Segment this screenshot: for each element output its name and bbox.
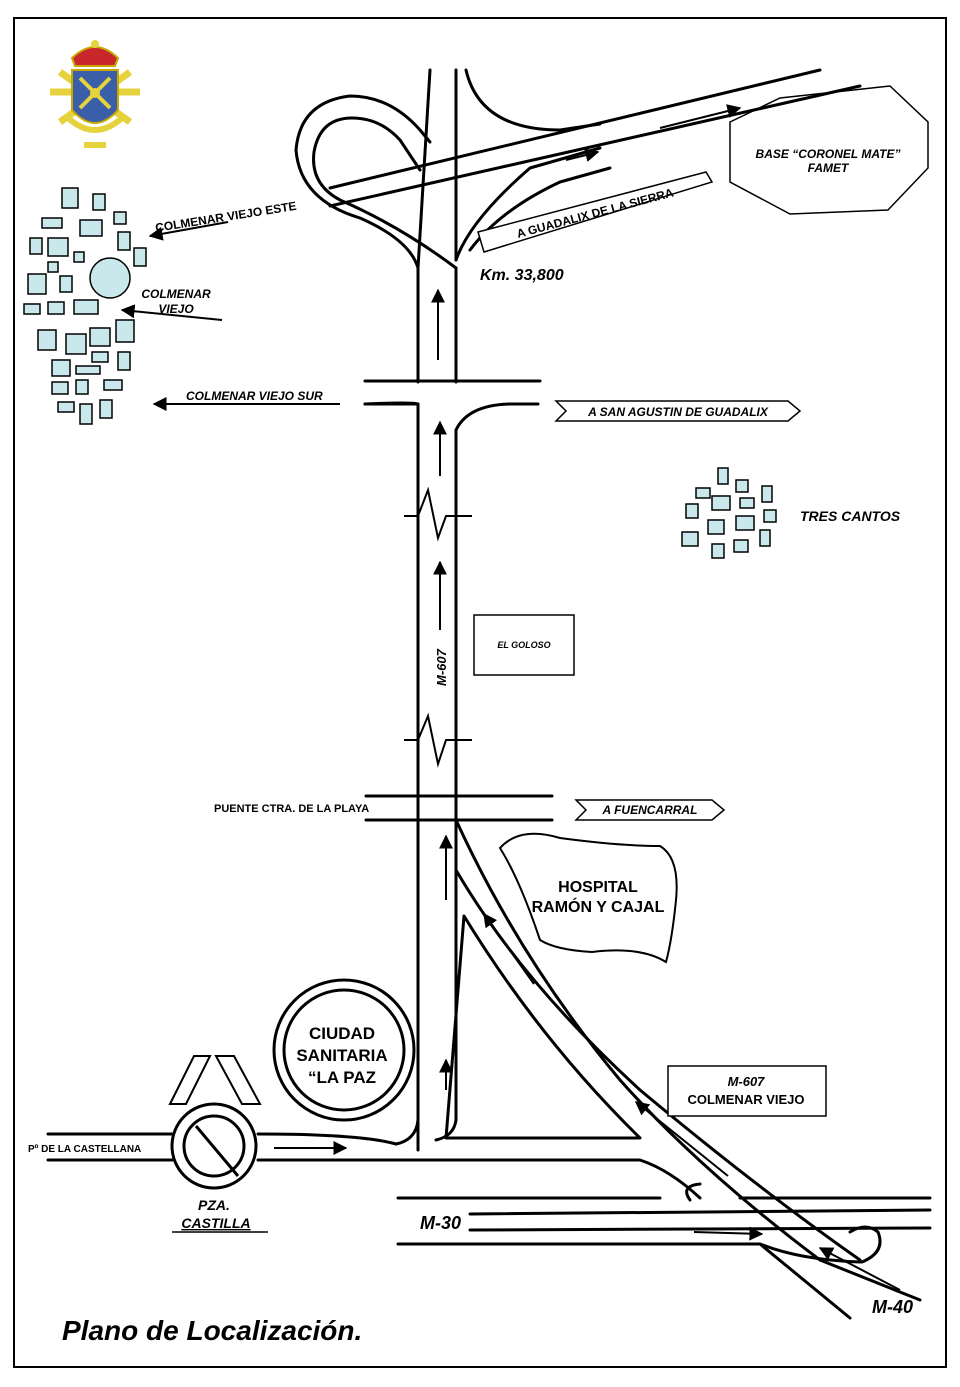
- label-a-fuencarral: A FUENCARRAL: [602, 803, 698, 817]
- hospital-outline: [498, 832, 678, 964]
- tres-cantos-town: [681, 467, 777, 559]
- label-pza-2: CASTILLA: [181, 1215, 250, 1231]
- arrow-colmenar-viejo: [120, 304, 223, 321]
- label-tres-cantos: TRES CANTOS: [800, 508, 901, 524]
- military-emblem: [50, 40, 140, 148]
- el-goloso-box: [473, 614, 575, 676]
- label-hospital-1: HOSPITAL: [558, 879, 638, 896]
- label-km: Km. 33,800: [480, 267, 564, 284]
- label-puente: PUENTE CTRA. DE LA PLAYA: [214, 803, 369, 815]
- san-agustin-sign: [554, 400, 802, 422]
- label-base-1: BASE “CORONEL MATE”: [756, 147, 901, 161]
- colmenar-viejo-town: [23, 187, 147, 425]
- label-colmenar-viejo-sur: COLMENAR VIEJO SUR: [186, 389, 323, 403]
- label-m30: M-30: [420, 1213, 461, 1233]
- plaza-castilla: [168, 1055, 262, 1190]
- label-el-goloso: EL GOLOSO: [497, 640, 550, 650]
- label-m607-road: M-607: [434, 648, 449, 686]
- guadalix-sign: [477, 171, 714, 253]
- label-a-san-agustin: A SAN AGUSTIN DE GUADALIX: [587, 405, 769, 419]
- label-m40: M-40: [872, 1297, 913, 1317]
- label-colmenar-viejo-este: COLMENAR VIEJO ESTE: [154, 199, 297, 235]
- label-base-2: FAMET: [808, 161, 850, 175]
- label-castellana: Pº DE LA CASTELLANA: [28, 1144, 141, 1155]
- puente-overpass: [364, 794, 554, 822]
- fuencarral-sign: [574, 799, 726, 821]
- label-m607-box-1: M-607: [728, 1074, 766, 1089]
- label-ciudad-1: CIUDAD: [309, 1024, 375, 1043]
- ciudad-sanitaria-la-paz: [272, 978, 416, 1122]
- label-m607-box-2: COLMENAR VIEJO: [687, 1092, 804, 1107]
- page-border: [13, 17, 947, 1368]
- arrow-colmenar-este: [148, 221, 229, 241]
- m607-colmenar-box: [667, 1065, 827, 1117]
- label-ciudad-2: SANITARIA: [296, 1046, 387, 1065]
- label-colmenar-viejo-2: VIEJO: [158, 302, 194, 316]
- label-ciudad-3: “LA PAZ: [308, 1068, 376, 1087]
- m607-road: [363, 266, 542, 1152]
- label-pza-1: PZA.: [198, 1197, 230, 1213]
- famet-base-area: [729, 85, 929, 215]
- southern-roads: [46, 818, 932, 1320]
- upper-interchange: [294, 68, 862, 270]
- label-colmenar-viejo-1: COLMENAR: [141, 287, 211, 301]
- map-title: Plano de Localización.: [62, 1315, 362, 1346]
- label-hospital-2: RAMÓN Y CAJAL: [532, 897, 665, 916]
